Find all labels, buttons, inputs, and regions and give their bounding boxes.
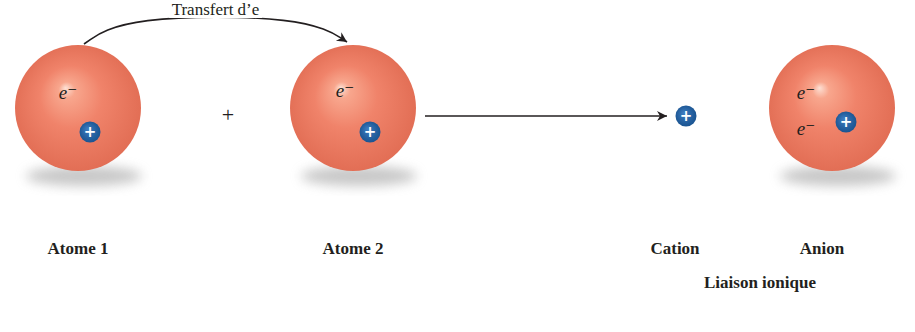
electron-symbol: e⁻ bbox=[797, 119, 815, 138]
sphere-outline bbox=[289, 44, 417, 172]
nucleus: + bbox=[79, 121, 101, 143]
ion-caption: Anion bbox=[800, 240, 844, 257]
sphere-outline bbox=[14, 44, 142, 172]
atom-sphere: e⁻Atome 2+ bbox=[289, 44, 417, 172]
nucleus: + bbox=[835, 111, 857, 133]
nucleus-body bbox=[80, 122, 101, 143]
edge-label: Transfert d’e bbox=[169, 1, 263, 18]
atom-caption: Atome 1 bbox=[48, 240, 109, 257]
bond-caption: Liaison ionique bbox=[704, 274, 816, 291]
nucleus-body bbox=[836, 112, 857, 133]
electron-symbol: e⁻ bbox=[336, 81, 354, 100]
anion-sphere: e⁻e⁻Anion+ bbox=[768, 44, 896, 172]
transfer-arrow bbox=[84, 17, 347, 44]
charge-sign: + bbox=[675, 105, 697, 127]
ion-caption: Cation bbox=[650, 240, 699, 257]
sphere-outline bbox=[768, 44, 896, 172]
atom-caption: Atome 2 bbox=[323, 240, 384, 257]
electron-symbol: e⁻ bbox=[797, 83, 815, 102]
sphere-body bbox=[769, 45, 895, 171]
charge-sign: + bbox=[359, 121, 381, 143]
electron-symbol: e⁻ bbox=[59, 83, 77, 102]
cation-nucleus: +Cation bbox=[675, 105, 697, 127]
reaction-arrow bbox=[425, 115, 667, 116]
sphere-body bbox=[15, 45, 141, 171]
nucleus-body bbox=[676, 106, 697, 127]
atom-sphere: e⁻Atome 1+ bbox=[14, 44, 142, 172]
charge-sign: + bbox=[79, 121, 101, 143]
reaction-plus: + bbox=[222, 104, 234, 126]
charge-sign: + bbox=[835, 111, 857, 133]
nucleus: + bbox=[359, 121, 381, 143]
sphere-body bbox=[290, 45, 416, 171]
nucleus-body bbox=[360, 122, 381, 143]
